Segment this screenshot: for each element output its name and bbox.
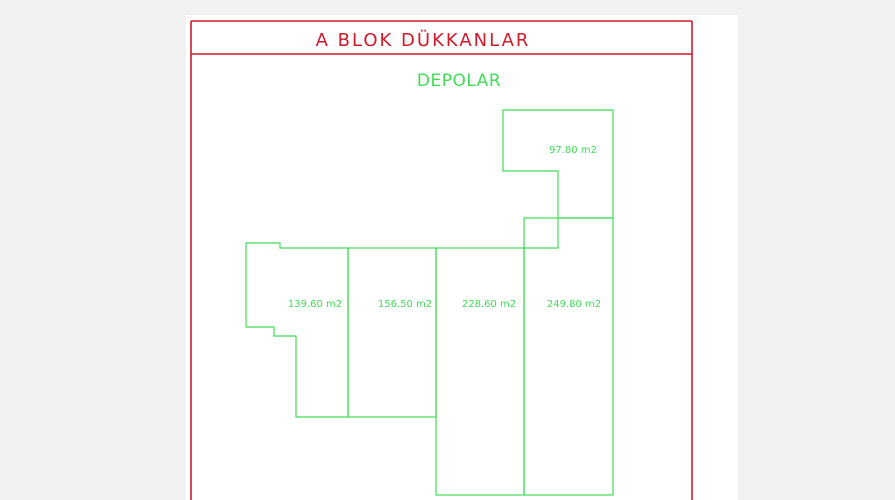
drawing-title: A BLOK DÜKKANLAR xyxy=(316,29,531,51)
room-4-outline xyxy=(523,217,614,496)
room-1-area-label: 139.60 m2 xyxy=(288,299,342,310)
connector-outline xyxy=(524,218,559,249)
drawing-sheet xyxy=(186,15,738,500)
room-3-outline xyxy=(435,247,525,496)
room-3-area-label: 228.60 m2 xyxy=(462,299,516,310)
title-frame xyxy=(190,20,693,500)
drawing-subtitle: DEPOLAR xyxy=(417,71,501,91)
room-2-outline xyxy=(347,247,437,418)
room-5-outline xyxy=(502,109,614,219)
room-4-area-label: 249.80 m2 xyxy=(547,299,601,310)
room-5-area-label: 97.80 m2 xyxy=(549,145,597,156)
plan-outlines xyxy=(245,109,614,496)
room-1-outline xyxy=(245,242,349,418)
room-2-area-label: 156.50 m2 xyxy=(378,299,432,310)
